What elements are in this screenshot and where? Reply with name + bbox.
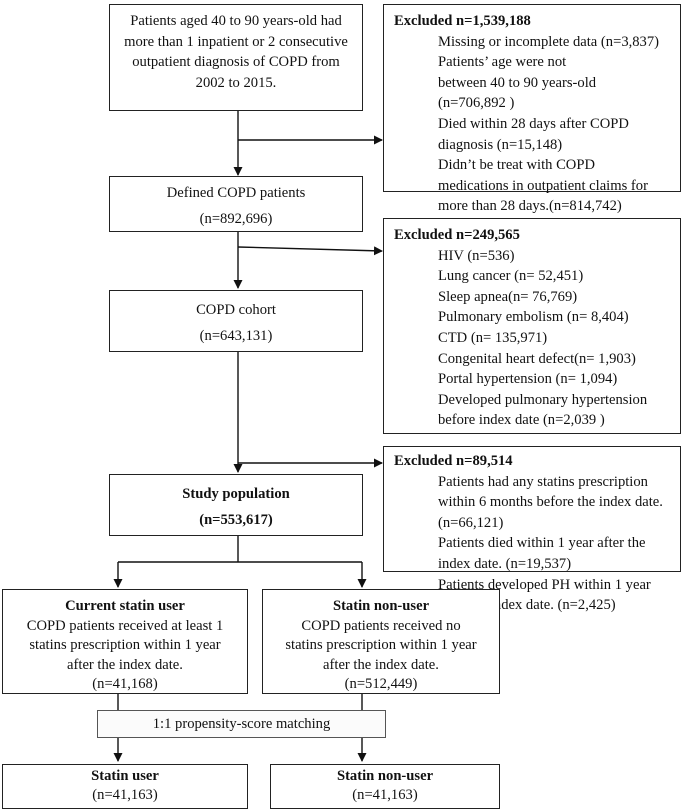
patients-line-3: outpatient diagnosis of COPD from	[132, 54, 340, 71]
final-statin-non-user-box: Statin non-user (n=41,163)	[270, 764, 500, 809]
patients-box: Patients aged 40 to 90 years-old had mor…	[109, 4, 363, 111]
current-statin-user-box: Current statin user COPD patients receiv…	[2, 589, 248, 694]
matching-label: 1:1 propensity-score matching	[152, 716, 331, 732]
current-user-line: COPD patients received at least 1	[26, 617, 224, 634]
final-non-user-title: Statin non-user	[336, 768, 434, 784]
excluded-1-item: (n=706,892 )	[438, 95, 515, 112]
non-user-line: after the index date.	[323, 656, 439, 673]
excluded-1-item: diagnosis (n=15,148)	[438, 136, 563, 153]
current-user-line: statins prescription within 1 year	[29, 637, 221, 654]
excluded-box-2: Excluded n=249,565 HIV (n=536) Lung canc…	[383, 218, 681, 434]
excluded-2-item: Developed pulmonary hypertension	[438, 391, 648, 408]
current-user-title: Current statin user	[65, 598, 185, 614]
excluded-2-item: Sleep apnea(n= 76,769)	[438, 288, 578, 305]
excluded-3-item: Patients had any statins prescription	[438, 473, 648, 490]
study-line-2: (n=553,617)	[199, 511, 273, 528]
non-user-line: (n=512,449)	[344, 676, 418, 693]
excluded-3-item: (n=66,121)	[438, 514, 504, 531]
excluded-1-item: more than 28 days.(n=814,742)	[438, 198, 622, 215]
excluded-2-item: Portal hypertension (n= 1,094)	[438, 371, 618, 388]
excluded-1-item: medications in outpatient claims for	[438, 177, 648, 194]
excluded-2-item: Congenital heart defect(n= 1,903)	[438, 350, 636, 367]
excluded-2-item: before index date (n=2,039 )	[438, 412, 605, 429]
final-user-title: Statin user	[91, 768, 159, 784]
statin-non-user-box: Statin non-user COPD patients received n…	[262, 589, 500, 694]
propensity-matching-box: 1:1 propensity-score matching	[97, 710, 386, 738]
copd-cohort-box: COPD cohort (n=643,131)	[109, 290, 363, 352]
excluded-3-item: within 6 months before the index date.	[438, 494, 663, 511]
excluded-2-item: CTD (n= 135,971)	[438, 329, 548, 346]
excluded-2-item: HIV (n=536)	[438, 247, 515, 264]
excluded-1-item: Didn’t be treat with COPD	[438, 157, 596, 174]
non-user-line: COPD patients received no	[301, 617, 461, 634]
excluded-1-item: Died within 28 days after COPD	[438, 115, 629, 132]
non-user-title: Statin non-user	[332, 598, 430, 614]
final-statin-user-box: Statin user (n=41,163)	[2, 764, 248, 809]
defined-copd-box: Defined COPD patients (n=892,696)	[109, 176, 363, 232]
excluded-1-item: Missing or incomplete data (n=3,837)	[438, 33, 660, 50]
patients-line-1: Patients aged 40 to 90 years-old had	[130, 13, 342, 29]
study-population-box: Study population (n=553,617)	[109, 474, 363, 536]
excluded-3-title: Excluded n=89,514	[394, 453, 513, 469]
final-user-count: (n=41,163)	[92, 787, 158, 803]
cohort-line-1: COPD cohort	[196, 302, 276, 318]
arrow-to-excluded2	[237, 246, 383, 256]
excluded-3-item: index date. (n=19,537)	[438, 555, 572, 572]
current-user-line: after the index date.	[67, 656, 183, 673]
excluded-2-title: Excluded n=249,565	[394, 227, 520, 243]
defined-line-1: Defined COPD patients	[166, 185, 306, 201]
current-user-line: (n=41,168)	[92, 676, 158, 693]
final-non-user-count: (n=41,163)	[352, 787, 418, 803]
excluded-1-item: Patients’ age were not	[438, 54, 567, 71]
excluded-box-1: Excluded n=1,539,188 Missing or incomple…	[383, 4, 681, 214]
defined-line-2: (n=892,696)	[199, 210, 273, 227]
excluded-3-item: Patients developed PH within 1 year	[438, 576, 651, 593]
excluded-2-item: Pulmonary embolism (n= 8,404)	[438, 309, 629, 326]
cohort-line-2: (n=643,131)	[199, 327, 273, 344]
excluded-3-item: Patients died within 1 year after the	[438, 535, 646, 552]
patients-line-2: more than 1 inpatient or 2 consecutive	[124, 33, 348, 50]
excluded-1-title: Excluded n=1,539,188	[394, 13, 531, 29]
excluded-1-item: between 40 to 90 years-old	[438, 74, 597, 91]
study-line-1: Study population	[182, 486, 290, 502]
excluded-2-item: Lung cancer (n= 52,451)	[438, 268, 584, 285]
patients-line-4: 2002 to 2015.	[195, 74, 277, 91]
non-user-line: statins prescription within 1 year	[285, 637, 477, 654]
excluded-box-3: Excluded n=89,514 Patients had any stati…	[383, 446, 681, 613]
